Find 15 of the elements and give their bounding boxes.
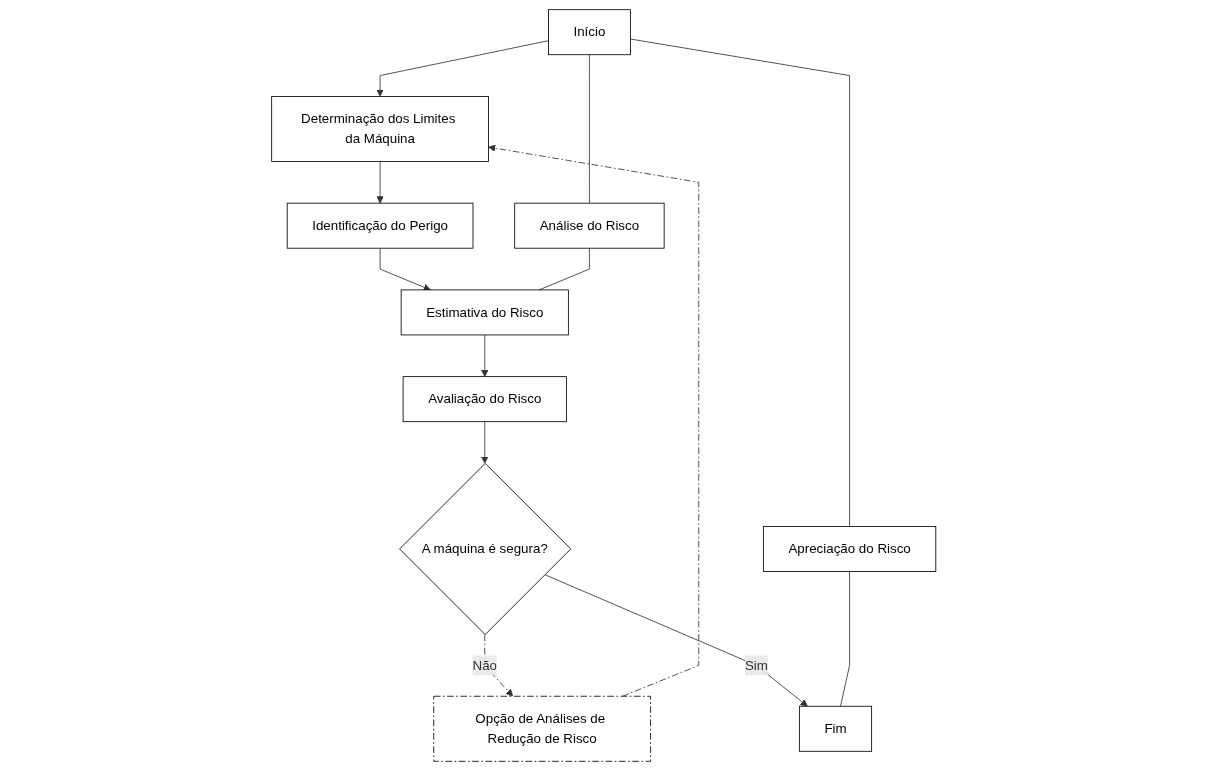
connector bbox=[840, 571, 851, 707]
node-box: Estimativa do Risco bbox=[401, 289, 570, 336]
edge-label: Não bbox=[472, 657, 498, 673]
connector bbox=[630, 38, 851, 527]
node-diamond: A máquina é segura? bbox=[399, 462, 572, 635]
node-box: Início bbox=[548, 9, 632, 56]
node-box: Análise do Risco bbox=[514, 202, 665, 249]
node-box: Apreciação do Risco bbox=[763, 526, 937, 572]
edge-label: Sim bbox=[745, 657, 769, 673]
node-box: Avaliação do Risco bbox=[402, 376, 568, 423]
node-box: Opção de Análises de Redução de Risco bbox=[433, 695, 652, 762]
connector bbox=[589, 54, 591, 204]
node-box: Fim bbox=[799, 705, 873, 752]
node-box: Identificação do Perigo bbox=[287, 202, 474, 249]
node-box: Determinação dos Limites da Máquina bbox=[271, 96, 490, 162]
